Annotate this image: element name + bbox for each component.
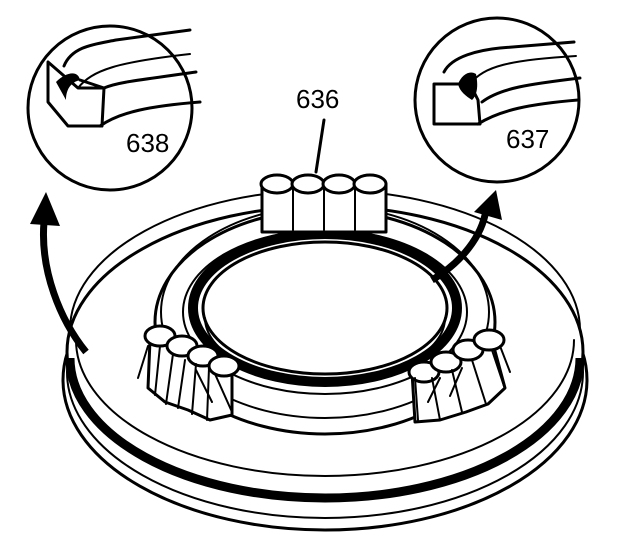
arrow-to-637 bbox=[430, 190, 502, 284]
spring-pack-left bbox=[137, 324, 241, 422]
spring-pack-top bbox=[259, 173, 388, 234]
spring-pack-right bbox=[407, 328, 511, 424]
arrow-to-638 bbox=[30, 192, 89, 355]
label-638: 638 bbox=[126, 128, 169, 158]
label-636: 636 bbox=[296, 84, 339, 114]
detail-circle-left bbox=[26, 24, 202, 192]
label-637: 637 bbox=[506, 124, 549, 154]
leader-line-636 bbox=[314, 118, 326, 174]
center-bore bbox=[201, 240, 449, 381]
detail-circle-right bbox=[413, 16, 582, 184]
